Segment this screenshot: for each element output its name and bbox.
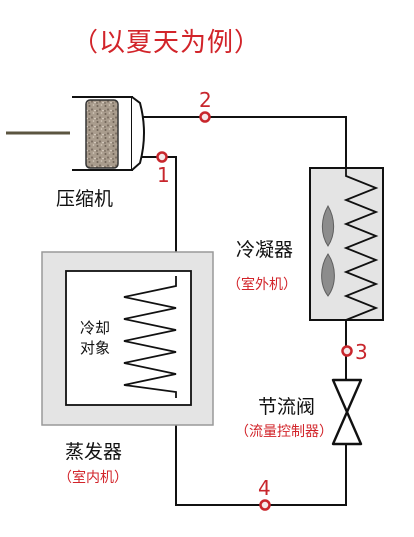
- point-2-label: 2: [199, 88, 212, 112]
- condenser-label: 冷凝器: [236, 239, 294, 261]
- compressor-head: [131, 96, 145, 171]
- throttle-note: （流量控制器）: [235, 424, 333, 440]
- point-4-marker: [259, 499, 271, 511]
- cooling-object-label: 冷却对象: [80, 319, 111, 357]
- condenser-note: （室外机）: [227, 277, 297, 293]
- point-4-label: 4: [258, 476, 271, 500]
- discharge-pipe: [142, 116, 347, 168]
- point-3-marker: [341, 345, 353, 357]
- compressor-piston: [85, 99, 119, 169]
- cooling-object-box: [65, 270, 192, 406]
- evaporator-label: 蒸发器: [65, 441, 123, 463]
- page-title: （以夏天为例）: [72, 28, 262, 58]
- suction-pipe: [142, 156, 177, 276]
- throttle-valve: [331, 378, 363, 446]
- point-1-label: 1: [157, 163, 170, 187]
- evaporator-coil: [123, 276, 177, 398]
- evaporator-note: （室内机）: [58, 470, 128, 486]
- condenser-box: [309, 167, 384, 321]
- condenser-coil: [343, 168, 379, 321]
- point-1-marker: [156, 151, 168, 163]
- point-2-marker: [199, 111, 211, 123]
- throttle-label: 节流阀: [258, 396, 316, 418]
- condenser-fan: [321, 205, 335, 297]
- point-3-label: 3: [355, 340, 368, 364]
- compressor-label: 压缩机: [56, 188, 114, 210]
